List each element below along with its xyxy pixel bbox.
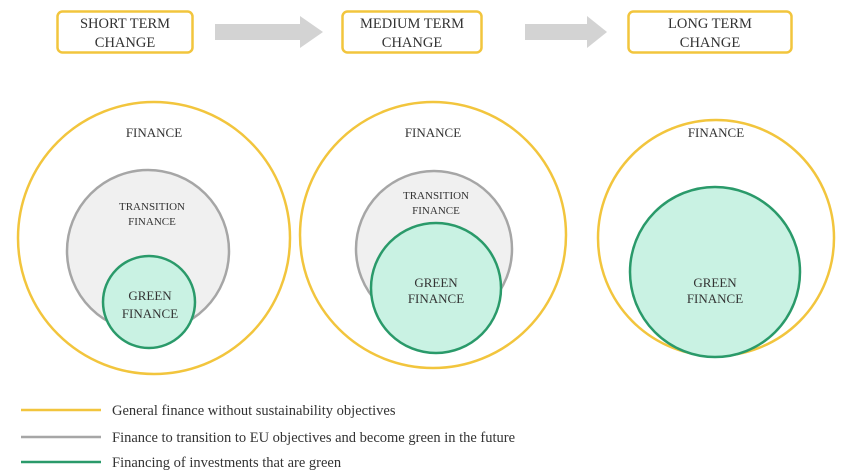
arrow-right-icon [215, 16, 323, 48]
green-finance-label-line2: FINANCE [122, 306, 178, 321]
legend-label: Finance to transition to EU objectives a… [112, 430, 515, 446]
stage-box [56, 10, 194, 54]
green-finance-circle [101, 254, 197, 350]
stage-label-line2: CHANGE [382, 35, 443, 51]
stage-label-line1: MEDIUM TERM [360, 16, 464, 32]
legend-item-transition-finance: Finance to transition to EU objectives a… [21, 430, 515, 446]
panel-short-term: FINANCE TRANSITION FINANCE GREEN FINANCE [16, 100, 292, 376]
green-finance-label-line1: GREEN [128, 288, 172, 303]
stage-label-line2: CHANGE [680, 35, 741, 51]
legend-item-general-finance: General finance without sustainability o… [21, 403, 396, 419]
legend: General finance without sustainability o… [21, 403, 515, 471]
finance-label: FINANCE [688, 125, 744, 140]
stage-medium-term: MEDIUM TERM CHANGE [341, 10, 483, 54]
stage-box [627, 10, 793, 54]
transition-finance-label-line1: TRANSITION [403, 190, 469, 202]
stage-long-term: LONG TERM CHANGE [627, 10, 793, 54]
transition-finance-label-line2: FINANCE [128, 216, 176, 228]
stage-label-line2: CHANGE [95, 35, 156, 51]
finance-label: FINANCE [126, 125, 182, 140]
legend-label: General finance without sustainability o… [112, 403, 396, 419]
transition-finance-label-line1: TRANSITION [119, 201, 185, 213]
green-finance-circle [628, 185, 802, 359]
panel-long-term: FINANCE GREEN FINANCE [596, 118, 836, 359]
legend-label: Financing of investments that are green [112, 455, 342, 471]
legend-item-green-finance: Financing of investments that are green [21, 455, 342, 471]
arrow-right-icon [525, 16, 607, 48]
green-finance-label-line2: FINANCE [408, 291, 464, 306]
panel-medium-term: FINANCE TRANSITION FINANCE GREEN FINANCE [298, 100, 568, 370]
transition-finance-label-line2: FINANCE [412, 205, 460, 217]
finance-label: FINANCE [405, 125, 461, 140]
green-finance-label-line1: GREEN [693, 275, 737, 290]
stage-label-line1: SHORT TERM [80, 16, 170, 32]
green-finance-circle [369, 221, 503, 355]
green-finance-label-line2: FINANCE [687, 291, 743, 306]
stage-short-term: SHORT TERM CHANGE [56, 10, 194, 54]
stage-label-line1: LONG TERM [668, 16, 752, 32]
stage-box [341, 10, 483, 54]
green-finance-label-line1: GREEN [414, 275, 458, 290]
